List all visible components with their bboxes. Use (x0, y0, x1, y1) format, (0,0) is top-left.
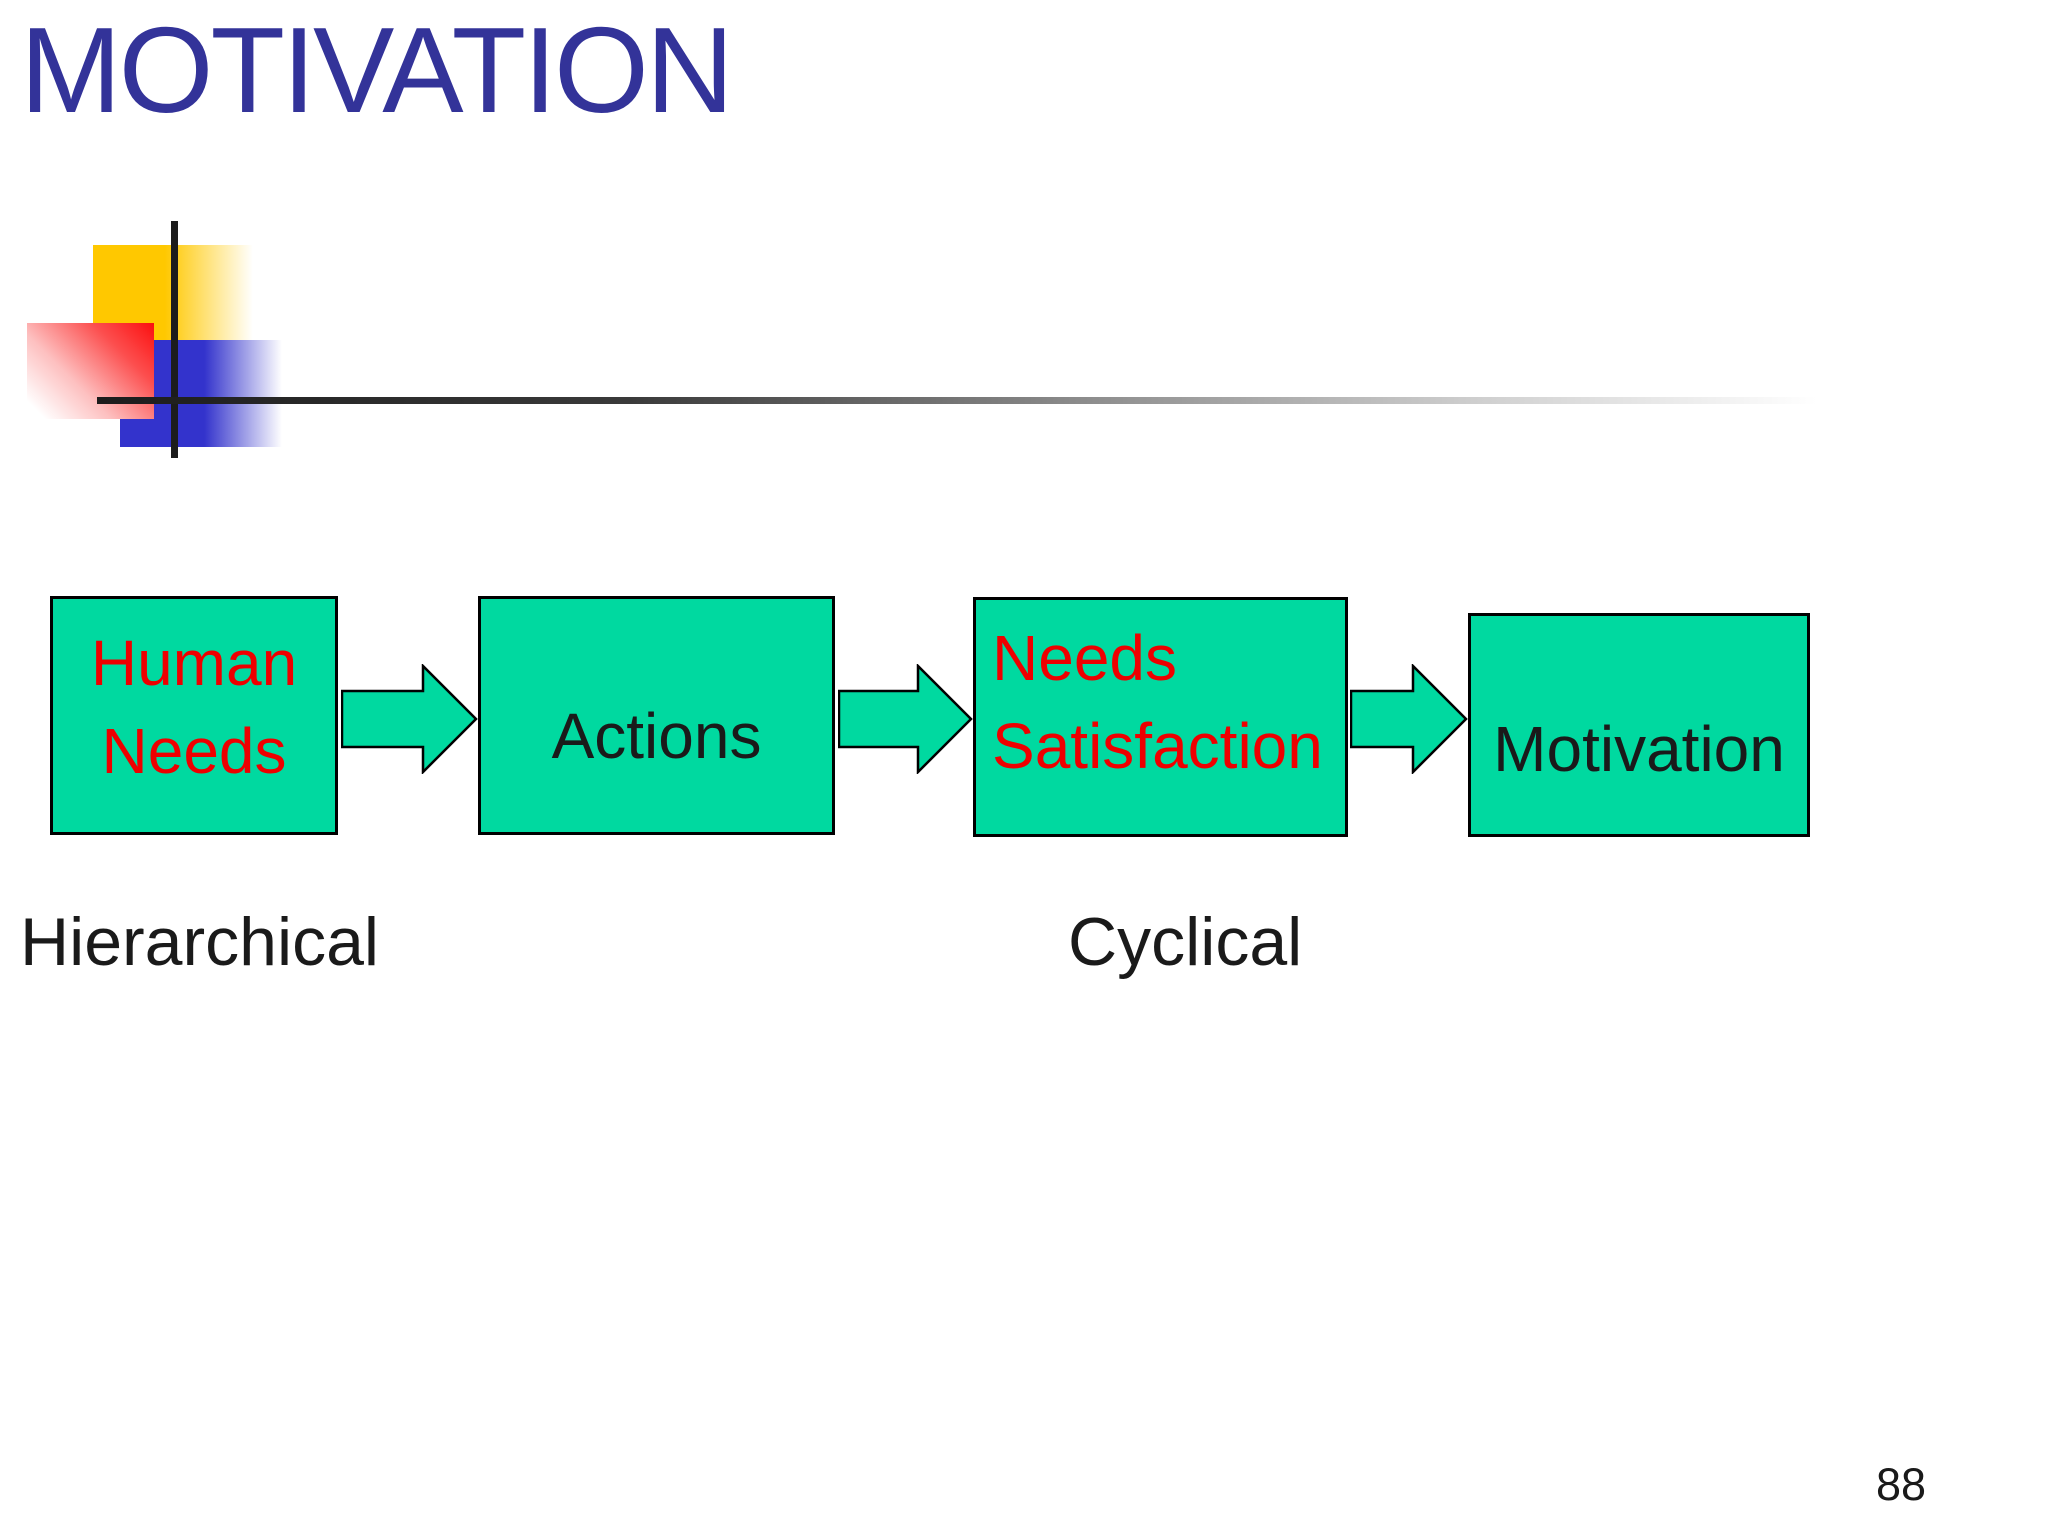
arrow-right-icon (838, 664, 973, 774)
page-number: 88 (1876, 1459, 1927, 1510)
flow-box-label: Needs (101, 715, 287, 787)
flow-box-label: Human (90, 627, 298, 699)
flow-box-needs-satisfaction: Needs Satisfaction (973, 597, 1348, 837)
flow-box-actions: Actions (478, 596, 835, 835)
flow-box-label: Motivation (1493, 713, 1785, 785)
caption-cyclical: Cyclical (1068, 904, 1303, 980)
flow-box-label: Needs (992, 622, 1177, 694)
arrow-right-icon (1350, 664, 1468, 774)
flow-box-label: Satisfaction (992, 710, 1323, 782)
page-title: MOTIVATION (20, 2, 734, 138)
flow-box-motivation: Motivation (1468, 613, 1810, 837)
decor-vertical-line (171, 221, 178, 458)
caption-hierarchical: Hierarchical (20, 904, 379, 980)
flow-box-human-needs: Human Needs (50, 596, 338, 835)
decor-horizontal-rule (97, 397, 1870, 404)
decor-red-square (27, 323, 154, 419)
arrow-right-icon (341, 664, 478, 774)
flow-box-label: Actions (551, 699, 762, 772)
